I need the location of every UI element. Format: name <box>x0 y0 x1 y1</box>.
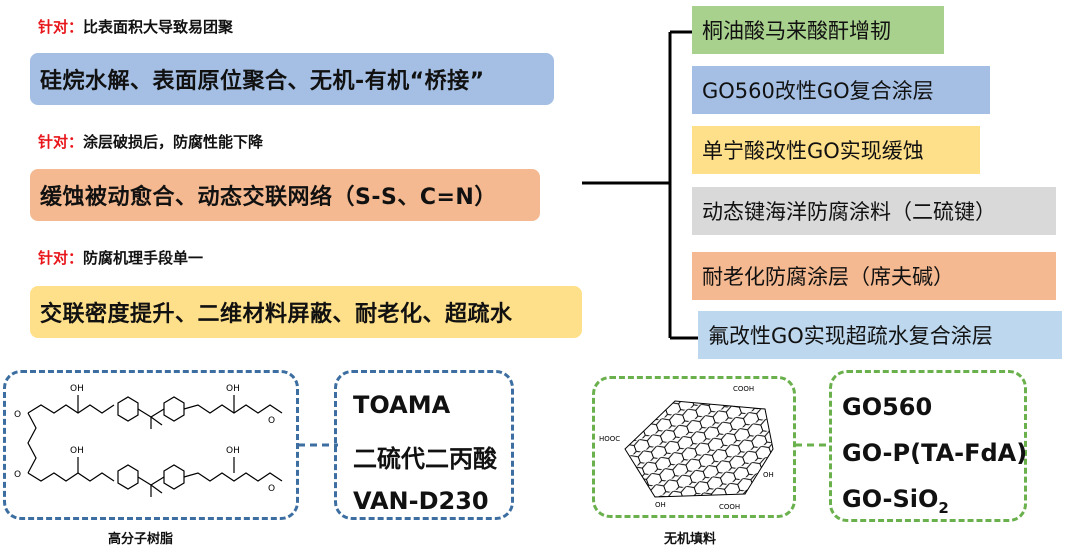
polymer-item-van-d230: VAN-D230 <box>353 487 489 515</box>
hooc-label: HOOC <box>599 435 620 443</box>
right-item-tannic-acid: 单宁酸改性GO实现缓蚀 <box>692 126 980 174</box>
polymer-item-toama: TOAMA <box>353 391 451 419</box>
right-item-anti-aging: 耐老化防腐涂层（席夫碱） <box>692 252 1056 300</box>
right-item-dynamic-bond: 动态键海洋防腐涂料（二硫键） <box>692 187 1056 235</box>
target-label-3: 针对：防腐机理手段单一 <box>38 249 204 267</box>
cooh-label-bottom: COOH <box>719 503 740 511</box>
o-label-1: O <box>14 410 21 420</box>
graphene-structure-drawing: COOH HOOC COOH OH OH <box>599 385 774 511</box>
right-item-tung-oil: 桐油酸马来酸酐增韧 <box>692 6 944 54</box>
oh-label-2: OH <box>226 384 240 394</box>
oh-label-4: OH <box>226 446 240 456</box>
target-label-2: 针对：涂层破损后，防腐性能下降 <box>38 133 264 151</box>
oh-label-bottom: OH <box>655 501 666 509</box>
filler-caption: 无机填料 <box>664 532 717 547</box>
filler-item-go560: GO560 <box>842 393 933 421</box>
polymer-caption: 高分子树脂 <box>108 532 174 547</box>
graphene-structure-box: COOH HOOC COOH OH OH <box>592 376 796 518</box>
polymer-list-box: TOAMA 二硫代二丙酸 VAN-D230 <box>334 370 514 520</box>
solution-box-bridging: 硅烷水解、表面原位聚合、无机-有机“桥接” <box>30 53 554 105</box>
filler-item-go-sio2: GO-SiO2 <box>842 485 949 517</box>
cooh-label-top: COOH <box>733 385 754 393</box>
right-item-go560: GO560改性GO复合涂层 <box>692 66 990 114</box>
filler-item-go-p-ta-fda: GO-P(TA-FdA) <box>842 439 1028 467</box>
oh-label-3: OH <box>70 446 84 456</box>
oh-label-1: OH <box>70 384 84 394</box>
polymer-structure-drawing: OH OH OH OH O O O O <box>14 384 283 497</box>
oh-label-right: OH <box>763 471 774 479</box>
o-label-3: O <box>268 416 275 426</box>
polymer-connector <box>298 443 338 447</box>
filler-list-box: GO560 GO-P(TA-FdA) GO-SiO2 <box>829 370 1027 522</box>
target-label-1: 针对：比表面积大导致易团聚 <box>38 18 234 36</box>
o-label-4: O <box>268 484 275 494</box>
polymer-item-dithiodipropionic: 二硫代二丙酸 <box>353 445 497 473</box>
polymer-structure-box: OH OH OH OH O O O O <box>3 370 299 520</box>
solution-box-crosslink: 交联密度提升、二维材料屏蔽、耐老化、超疏水 <box>30 286 582 338</box>
right-item-fluorine: 氟改性GO实现超疏水复合涂层 <box>698 311 1062 359</box>
filler-connector <box>795 443 831 447</box>
solution-box-self-healing: 缓蚀被动愈合、动态交联网络（S-S、C=N） <box>30 169 540 221</box>
o-label-2: O <box>14 470 21 480</box>
